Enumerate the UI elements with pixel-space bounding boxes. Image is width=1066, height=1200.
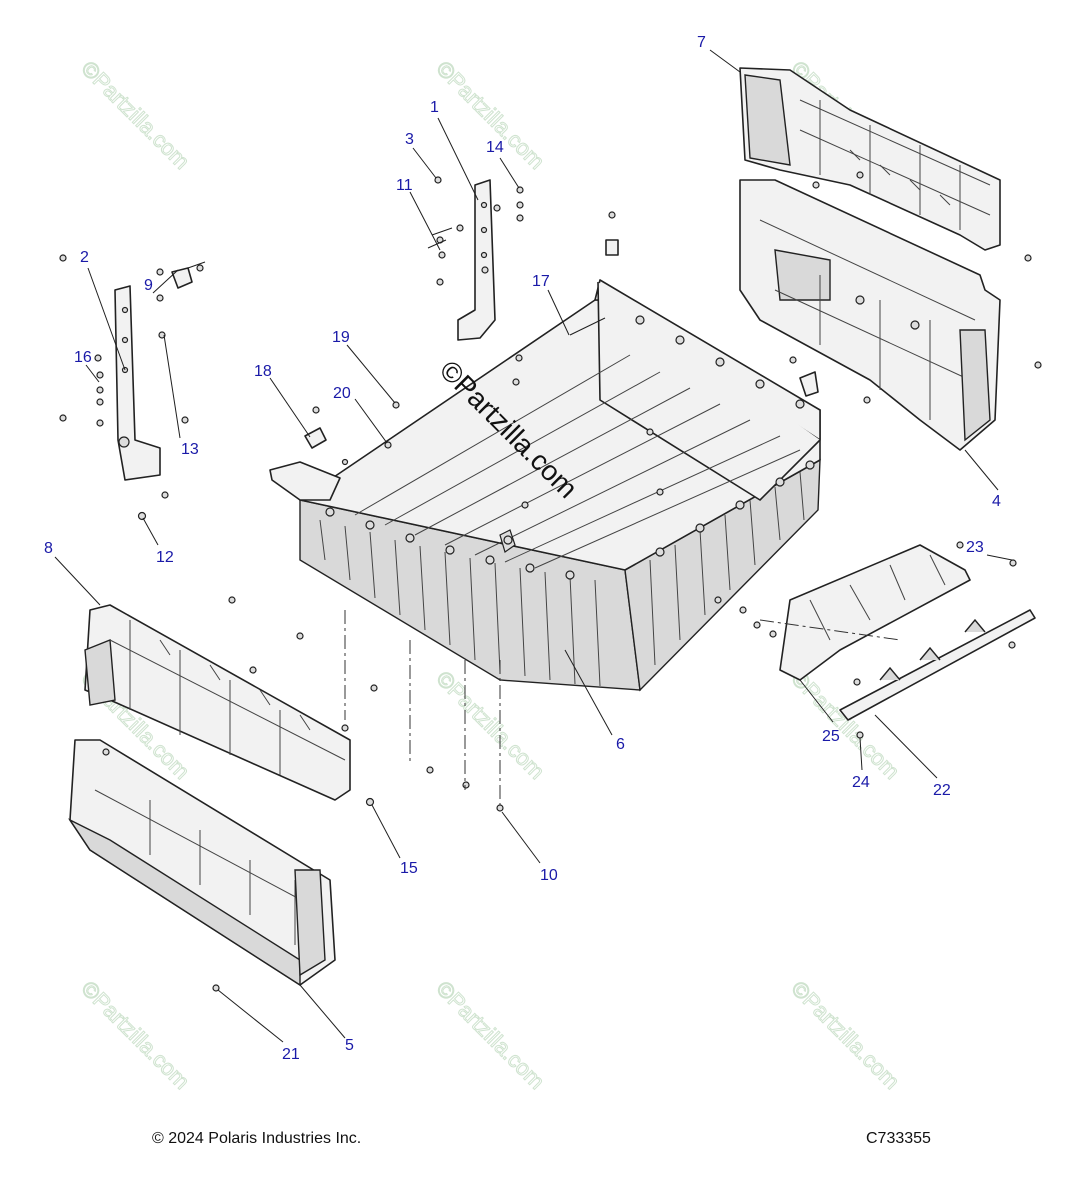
leader-23 xyxy=(986,554,1013,561)
callout-18[interactable]: 18 xyxy=(254,363,272,380)
leader-17 xyxy=(547,289,570,336)
callout-15[interactable]: 15 xyxy=(400,860,418,877)
watermark-tile: ©Partzilla.com xyxy=(786,666,904,784)
callout-25[interactable]: 25 xyxy=(822,728,840,745)
watermark-tile: ©Partzilla.com xyxy=(76,56,194,174)
callouts: 1 2 3 4 5 6 7 8 9 10 11 12 13 14 15 16 1… xyxy=(44,34,1001,1063)
callout-4[interactable]: 4 xyxy=(992,493,1001,510)
leader-3 xyxy=(412,147,437,179)
leader-9 xyxy=(152,269,179,294)
leader-7 xyxy=(709,49,741,73)
callout-8[interactable]: 8 xyxy=(44,540,53,557)
leader-22 xyxy=(874,714,938,779)
callout-5[interactable]: 5 xyxy=(345,1037,354,1054)
callout-7[interactable]: 7 xyxy=(697,34,706,51)
diagram-code: C733355 xyxy=(866,1130,931,1147)
clip-center[interactable] xyxy=(605,239,819,397)
cargo-box[interactable] xyxy=(269,279,821,692)
leader-24 xyxy=(859,737,863,771)
left-upper-rail[interactable] xyxy=(84,604,351,801)
leader-15 xyxy=(371,804,401,859)
leader-1 xyxy=(437,117,479,201)
leader-19 xyxy=(346,344,396,404)
callout-2[interactable]: 2 xyxy=(80,249,89,266)
hinge-bracket-18[interactable] xyxy=(304,427,327,449)
hardware xyxy=(59,171,1042,992)
leader-10 xyxy=(501,811,541,864)
leader-25 xyxy=(799,679,834,723)
callout-17[interactable]: 17 xyxy=(532,273,550,290)
leader-12 xyxy=(142,517,159,546)
watermark-tile: ©Partzilla.com xyxy=(431,976,549,1094)
watermark-tile: ©Partzilla.com xyxy=(431,666,549,784)
upright-bracket-right[interactable] xyxy=(457,179,496,341)
leader-16 xyxy=(85,364,100,383)
callout-14[interactable]: 14 xyxy=(486,139,504,156)
callout-6[interactable]: 6 xyxy=(616,736,625,753)
left-lower-panel[interactable] xyxy=(67,739,336,987)
callout-20[interactable]: 20 xyxy=(333,385,351,402)
callout-21[interactable]: 21 xyxy=(282,1046,300,1063)
watermark-tile: ©Partzilla.com xyxy=(76,976,194,1094)
leader-2 xyxy=(87,267,126,371)
upper-right-rail[interactable] xyxy=(739,67,1001,251)
leader-21 xyxy=(217,989,284,1043)
callout-leaders xyxy=(54,49,1013,1043)
callout-16[interactable]: 16 xyxy=(74,349,92,366)
leader-4 xyxy=(964,449,999,491)
leader-13 xyxy=(163,334,181,439)
leader-14 xyxy=(499,157,520,189)
leader-8 xyxy=(54,556,101,606)
right-deflector[interactable] xyxy=(779,544,971,681)
callout-19[interactable]: 19 xyxy=(332,329,350,346)
callout-11[interactable]: 11 xyxy=(396,177,413,194)
leader-6 xyxy=(564,649,613,736)
leader-5 xyxy=(299,984,346,1039)
right-side-panel[interactable] xyxy=(739,179,1001,451)
callout-3[interactable]: 3 xyxy=(405,131,414,148)
watermark-tile: ©Partzilla.com xyxy=(431,56,549,174)
upright-bracket-left[interactable] xyxy=(114,285,161,481)
callout-22[interactable]: 22 xyxy=(933,782,951,799)
callout-10[interactable]: 10 xyxy=(540,867,558,884)
callout-13[interactable]: 13 xyxy=(181,441,199,458)
leader-20 xyxy=(354,398,388,444)
callout-1[interactable]: 1 xyxy=(430,99,439,116)
assembly-lines xyxy=(344,610,901,805)
leader-11 xyxy=(409,191,441,251)
callout-24[interactable]: 24 xyxy=(852,774,870,791)
leader-18 xyxy=(269,377,311,438)
copyright-notice: © 2024 Polaris Industries Inc. xyxy=(152,1130,362,1147)
callout-23[interactable]: 23 xyxy=(966,539,984,556)
watermark-tile: ©Partzilla.com xyxy=(786,976,904,1094)
right-bracket[interactable] xyxy=(839,609,1036,721)
callout-9[interactable]: 9 xyxy=(144,277,153,294)
callout-12[interactable]: 12 xyxy=(156,549,174,566)
hinge-bracket-9[interactable] xyxy=(171,267,193,289)
